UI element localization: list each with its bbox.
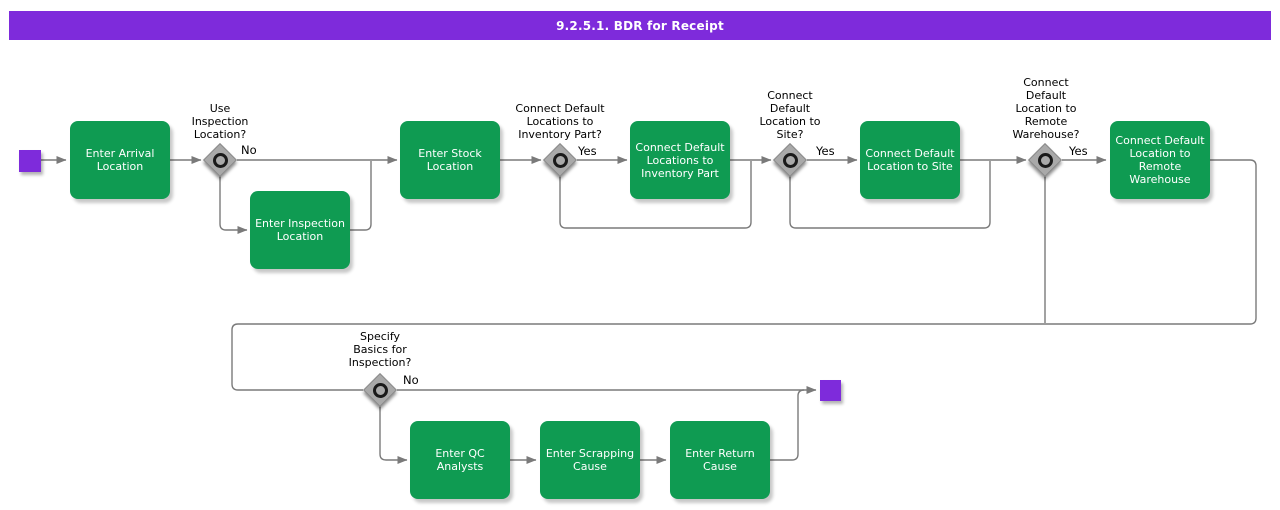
diagram-title-bar: 9.2.5.1. BDR for Receipt bbox=[9, 11, 1271, 40]
gateway-question-label: Specify Basics for Inspection? bbox=[348, 330, 412, 369]
activity-enter-scrapping-cause[interactable]: Enter Scrapping Cause bbox=[540, 421, 640, 499]
gateway-question-label: Connect Default Locations to Inventory P… bbox=[515, 102, 605, 141]
start-node[interactable] bbox=[19, 150, 41, 172]
branch-label-no: No bbox=[241, 143, 257, 157]
activity-label: Enter Stock Location bbox=[418, 147, 482, 173]
gateway-circle-icon bbox=[782, 152, 798, 168]
activity-enter-stock-location[interactable]: Enter Stock Location bbox=[400, 121, 500, 199]
edge-specify-to-qc bbox=[379, 406, 408, 464]
edge-return-to-end-merge bbox=[770, 389, 805, 461]
branch-label-no: No bbox=[403, 373, 419, 387]
activity-label: Enter Scrapping Cause bbox=[545, 447, 635, 473]
diagram-title: 9.2.5.1. BDR for Receipt bbox=[556, 18, 724, 33]
activity-enter-return-cause[interactable]: Enter Return Cause bbox=[670, 421, 770, 499]
activity-label: Connect Default Locations to Inventory P… bbox=[635, 140, 725, 180]
activity-label: Connect Default Location to Site bbox=[865, 147, 955, 173]
end-node[interactable] bbox=[820, 380, 841, 401]
activity-connect-default-location-to-site[interactable]: Connect Default Location to Site bbox=[860, 121, 960, 199]
gateway-specify-basics-for-inspection[interactable] bbox=[363, 373, 397, 407]
gateway-use-inspection-location[interactable] bbox=[203, 143, 237, 177]
gateway-connect-default-locations-to-inventory-part[interactable] bbox=[543, 143, 577, 177]
gateway-connect-default-location-to-remote-warehouse[interactable] bbox=[1028, 143, 1062, 177]
activity-enter-arrival-location[interactable]: Enter Arrival Location bbox=[70, 121, 170, 199]
activity-enter-qc-analysts[interactable]: Enter QC Analysts bbox=[410, 421, 510, 499]
edge-use-inspection-to-inspection-location bbox=[219, 176, 248, 234]
activity-label: Connect Default Location to Remote Wareh… bbox=[1115, 134, 1205, 186]
activity-connect-default-locations-to-inventory-part[interactable]: Connect Default Locations to Inventory P… bbox=[630, 121, 730, 199]
edge-inspection-location-merge bbox=[350, 161, 372, 231]
activity-label: Enter Arrival Location bbox=[85, 147, 155, 173]
gateway-question-label: Use Inspection Location? bbox=[191, 102, 249, 141]
activity-enter-inspection-location[interactable]: Enter Inspection Location bbox=[250, 191, 350, 269]
activity-label: Enter QC Analysts bbox=[435, 447, 485, 473]
activity-label: Enter Return Cause bbox=[685, 447, 755, 473]
activity-label: Enter Inspection Location bbox=[255, 217, 345, 243]
activity-connect-default-location-to-remote-warehouse[interactable]: Connect Default Location to Remote Wareh… bbox=[1110, 121, 1210, 199]
gateway-circle-icon bbox=[212, 152, 228, 168]
gateway-circle-icon bbox=[1037, 152, 1053, 168]
gateway-connect-default-location-to-site[interactable] bbox=[773, 143, 807, 177]
gateway-circle-icon bbox=[372, 382, 388, 398]
gateway-question-label: Connect Default Location to Site? bbox=[759, 89, 821, 141]
branch-label-yes: Yes bbox=[816, 144, 835, 158]
branch-label-yes: Yes bbox=[578, 144, 597, 158]
branch-label-yes: Yes bbox=[1069, 144, 1088, 158]
gateway-circle-icon bbox=[552, 152, 568, 168]
gateway-question-label: Connect Default Location to Remote Wareh… bbox=[1012, 76, 1080, 141]
